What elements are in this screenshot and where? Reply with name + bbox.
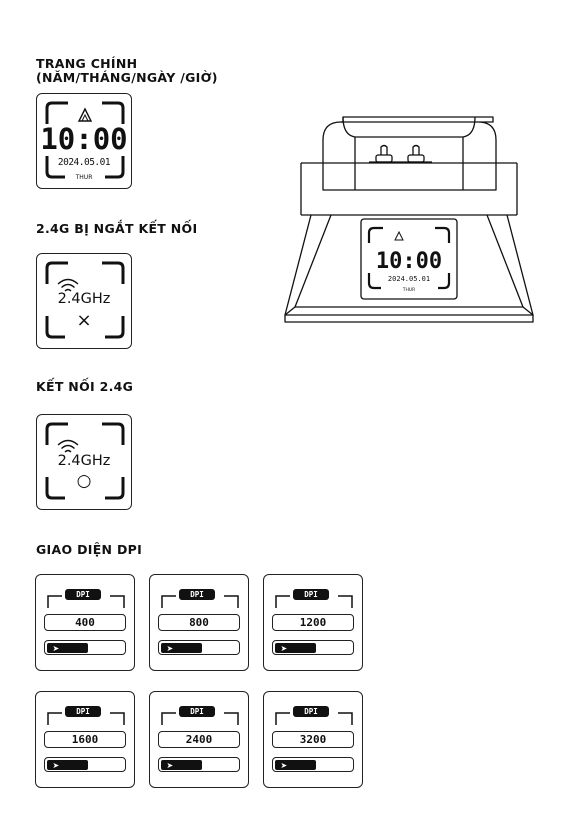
dpi-bracket [161,595,239,608]
connected-symbol: ○ [76,471,92,491]
section-title-connected: KẾT NỐI 2.4G [36,379,134,394]
dock-clock-date: 2024.05.01 [388,275,430,283]
section-title-main-line2: (NĂM/THÁNG/NGÀY /GIỜ) [36,70,218,85]
lightning-bolt-icon: ➤ [166,760,174,770]
dpi-tag: DPI [293,589,329,600]
dpi-tag: DPI [179,706,215,717]
lightning-bolt-icon: ➤ [52,643,60,653]
dpi-tag: DPI [65,589,101,600]
dock-day-label: THUR [402,287,416,293]
disconnected-screen-display: 2.4GHz × [36,253,132,349]
charging-dock-drawing: 10:00 2024.05.01 THUR [284,116,534,323]
lightning-bolt-icon: ➤ [166,643,174,653]
wifi-icon [57,439,79,453]
dpi-value: 1600 [44,731,126,748]
battery-icon: ➤ [44,757,126,772]
dpi-value: 800 [158,614,240,631]
dpi-tag: DPI [293,706,329,717]
connected-screen-display: 2.4GHz ○ [36,414,132,510]
a-logo-icon [77,107,93,122]
dpi-screen-3200: DPI 3200 ➤ [263,691,363,788]
lightning-bolt-icon: ➤ [280,643,288,653]
clock-time: 10:00 [40,122,128,156]
dpi-bracket [275,595,353,608]
dpi-bracket [47,712,125,725]
dpi-value: 3200 [272,731,354,748]
dpi-value: 400 [44,614,126,631]
dpi-tag: DPI [65,706,101,717]
dpi-screen-1200: DPI 1200 ➤ [263,574,363,671]
battery-icon: ➤ [158,757,240,772]
dpi-tag: DPI [179,589,215,600]
dpi-screen-1600: DPI 1600 ➤ [35,691,135,788]
section-title-main-line1: TRANG CHÍNH [36,56,138,71]
dpi-value: 1200 [272,614,354,631]
dpi-value: 2400 [158,731,240,748]
lightning-bolt-icon: ➤ [52,760,60,770]
disconnected-symbol: × [76,310,92,331]
dock-clock-time: 10:00 [376,249,442,274]
wifi-icon [57,278,79,292]
charging-dock-illustration: 10:00 2024.05.01 THUR [283,115,535,335]
dpi-screen-400: DPI 400 ➤ [35,574,135,671]
wifi-label: 2.4GHz [57,291,111,307]
dpi-bracket [47,595,125,608]
clock-date: 2024.05.01 [57,157,111,168]
dpi-screen-2400: DPI 2400 ➤ [149,691,249,788]
screen-frame-corners [45,422,125,500]
dpi-bracket [161,712,239,725]
battery-icon: ➤ [272,640,354,655]
battery-icon: ➤ [158,640,240,655]
dpi-bracket [275,712,353,725]
screen-frame-corners [45,261,125,339]
day-label: THUR [72,174,96,181]
wifi-label: 2.4GHz [57,453,111,469]
screen-frame-corners [45,101,125,179]
main-screen-display: 10:00 2024.05.01 THUR [36,93,132,189]
section-title-disconnected: 2.4G BỊ NGẮT KẾT NỐI [36,221,198,236]
dpi-screen-800: DPI 800 ➤ [149,574,249,671]
section-title-dpi: GIAO DIỆN DPI [36,542,143,557]
battery-icon: ➤ [272,757,354,772]
lightning-bolt-icon: ➤ [280,760,288,770]
battery-icon: ➤ [44,640,126,655]
section-title-main: TRANG CHÍNH (NĂM/THÁNG/NGÀY /GIỜ) [36,57,218,85]
